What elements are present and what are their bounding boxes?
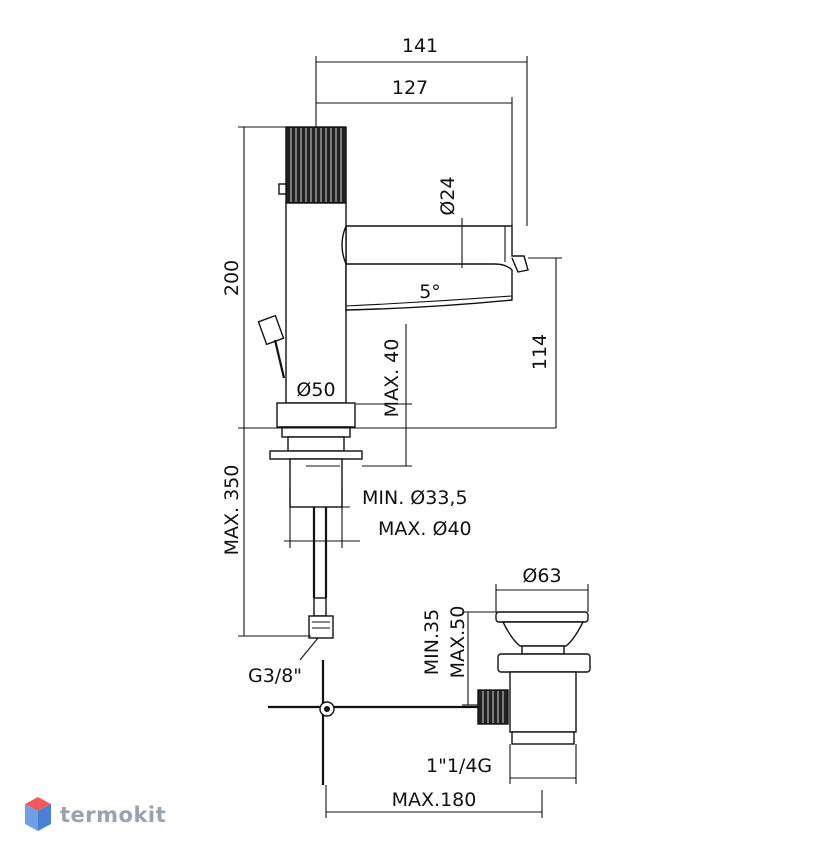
dim-waste-diameter: Ø63 — [522, 565, 561, 587]
brand-logo: termokit — [25, 797, 166, 831]
dim-waste-thread: 1"1/4G — [426, 755, 492, 777]
waste-body — [509, 671, 577, 733]
dim-hole-max: MAX. Ø40 — [378, 518, 472, 540]
faucet — [257, 126, 529, 639]
dim-hose-max: MAX. 350 — [221, 465, 243, 556]
dim-spout-angle: 5° — [419, 281, 441, 303]
handle-pin — [278, 183, 287, 195]
popup-lever-knob — [257, 314, 285, 346]
popup-rod — [268, 660, 480, 785]
waste-cap — [495, 611, 589, 623]
faucet-body — [285, 202, 347, 404]
logo-cube-left-icon — [25, 804, 38, 831]
dim-height-total: 200 — [221, 260, 243, 296]
dimension-lines — [238, 56, 589, 818]
dim-waste-max: MAX.50 — [447, 606, 469, 679]
dim-base-max: MAX. 40 — [381, 339, 403, 418]
dim-width-spout: 127 — [392, 77, 428, 99]
dim-rod-max: MAX.180 — [392, 789, 477, 811]
dim-connector: G3/8" — [248, 665, 302, 687]
dim-spout-diameter: Ø24 — [437, 176, 459, 215]
waste-flange — [497, 653, 591, 673]
brand-name: termokit — [60, 803, 166, 827]
dim-width-total: 141 — [402, 35, 438, 57]
handle-knurl-lines — [290, 128, 342, 202]
dim-height-spout: 114 — [529, 334, 551, 370]
hose-nut — [308, 615, 334, 639]
dim-hole-min: MIN. Ø33,5 — [362, 487, 468, 509]
spout — [341, 225, 513, 311]
dim-waste-min: MIN.35 — [421, 609, 443, 675]
base-nut — [269, 450, 363, 460]
logo-cube-right-icon — [38, 804, 51, 831]
waste-fitting — [477, 611, 591, 745]
dim-base-diameter: Ø50 — [296, 379, 335, 401]
hose-ferrule — [313, 597, 327, 617]
base — [276, 402, 356, 428]
